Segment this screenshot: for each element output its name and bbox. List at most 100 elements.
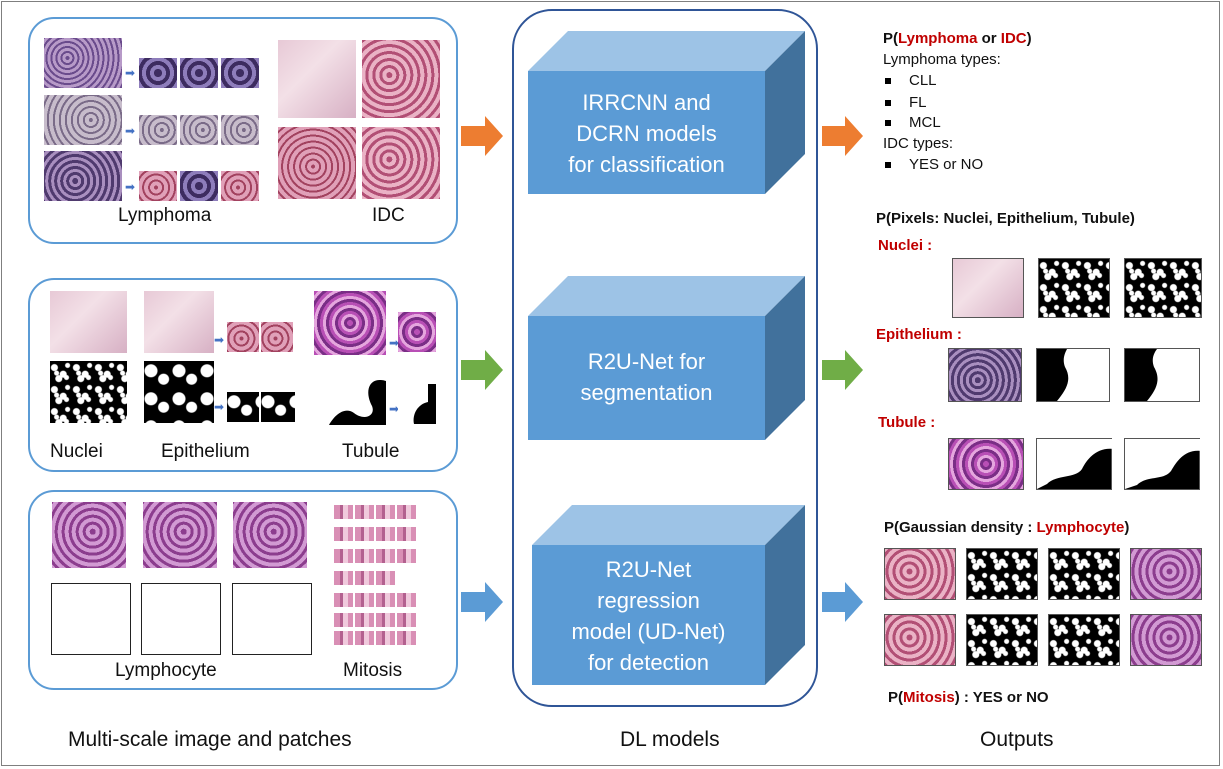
arrow-small-icon: ➡ <box>125 180 136 194</box>
idc-type-item: YES or NO <box>885 156 983 173</box>
lymphoma-type-item: FL <box>885 94 927 111</box>
lymphoma-patch <box>139 171 177 201</box>
nuclei-mask <box>50 361 127 423</box>
title-part: ) <box>1026 30 1032 47</box>
tubule-mask-shape <box>1037 439 1113 489</box>
title-part: ) <box>1124 519 1130 536</box>
mitosis-patch <box>355 549 374 563</box>
lymphoma-image-1 <box>44 38 122 88</box>
plot-image <box>1036 438 1113 490</box>
lymphoma-type-text: FL <box>909 94 927 111</box>
mitosis-patch <box>397 527 416 541</box>
detection-plot <box>1122 614 1202 676</box>
title-part: P( <box>883 30 898 47</box>
mitosis-patch <box>334 527 353 541</box>
tubule-input-plot <box>940 438 1024 500</box>
mitosis-patch <box>334 593 353 607</box>
nuclei-prediction-plot <box>1116 258 1202 328</box>
column-title-right: Outputs <box>980 728 1054 751</box>
detection-plot <box>1040 614 1120 676</box>
mitosis-patch <box>355 593 374 607</box>
cube-segmentation <box>528 276 805 440</box>
output-detection-title: P(Gaussian density : Lymphocyte) <box>884 519 1129 536</box>
label-mitosis: Mitosis <box>343 660 403 681</box>
tubule-patch <box>398 312 436 352</box>
arrow-green-icon <box>461 350 503 390</box>
lymphoma-patch <box>139 58 177 88</box>
label-lymphocyte: Lymphocyte <box>115 660 217 681</box>
mitosis-patch <box>355 631 374 645</box>
tubule-mask-shape <box>314 361 386 425</box>
arrow-small-icon: ➡ <box>125 66 136 80</box>
plot-image <box>1124 258 1202 318</box>
lymphoma-patch <box>221 58 259 88</box>
title-part: P(Gaussian density : <box>884 519 1037 536</box>
mitosis-patch <box>334 505 353 519</box>
arrow-small-icon: ➡ <box>214 333 225 347</box>
model-classification-text: IRRCNN and DCRN models for classificatio… <box>528 87 765 180</box>
plot-image <box>1130 548 1202 600</box>
nuclei-image <box>50 291 127 353</box>
mitosis-patch <box>334 549 353 563</box>
label-tubule: Tubule <box>342 441 400 462</box>
plot-image <box>966 548 1038 600</box>
arrow-green-icon <box>822 350 863 390</box>
epithelium-groundtruth-plot <box>1028 348 1110 412</box>
plot-image <box>1130 614 1202 666</box>
epithelium-mask-shape <box>1057 349 1109 401</box>
title-lymphoma: Lymphoma <box>898 30 978 47</box>
model-line: regression <box>597 588 700 613</box>
column-title-middle: DL models <box>620 728 720 751</box>
mitosis-patch <box>376 631 395 645</box>
model-line: segmentation <box>580 380 713 405</box>
model-line: R2U-Net for <box>587 349 706 374</box>
output-tubule-label: Tubule : <box>878 414 936 431</box>
mitosis-patch <box>334 631 353 645</box>
mitosis-patch <box>397 631 416 645</box>
mitosis-patch <box>397 613 416 627</box>
epithelium-mask-shape <box>1147 349 1199 401</box>
epithelium-patch <box>227 322 259 352</box>
cube-classification <box>528 31 805 194</box>
lymphoma-type-item: MCL <box>885 114 941 131</box>
bullet-icon <box>885 162 891 169</box>
title-part: P( <box>888 689 903 706</box>
idc-image-3 <box>278 127 356 199</box>
idc-type-text: YES or NO <box>909 156 984 173</box>
mitosis-patch <box>397 549 416 563</box>
mitosis-patch <box>376 527 395 541</box>
mitosis-patch <box>376 571 395 585</box>
output-segmentation-title: P(Pixels: Nuclei, Epithelium, Tubule) <box>876 210 1135 227</box>
epithelium-image <box>144 291 214 353</box>
tubule-groundtruth-plot <box>1028 438 1113 500</box>
idc-image-1 <box>278 40 356 118</box>
lymphoma-patch <box>180 171 218 201</box>
detection-plot <box>876 548 956 610</box>
plot-image <box>1048 614 1120 666</box>
lymphoma-image-3 <box>44 151 122 201</box>
model-line: DCRN models <box>576 121 717 146</box>
arrow-blue-icon <box>822 582 863 622</box>
output-nuclei-label: Nuclei : <box>878 237 933 254</box>
lymphoma-patch <box>180 58 218 88</box>
lymphocyte-image-1 <box>52 502 126 568</box>
arrow-orange-icon <box>461 116 503 156</box>
plot-image <box>1124 348 1200 402</box>
mitosis-patch <box>397 593 416 607</box>
mitosis-patch <box>334 571 353 585</box>
plot-image <box>1124 438 1201 490</box>
arrow-blue-icon <box>461 582 503 622</box>
model-line: for classification <box>568 152 725 177</box>
tubule-mask <box>314 361 386 425</box>
mitosis-patch <box>355 613 374 627</box>
lymphocyte-image-3 <box>233 502 307 568</box>
plot-image <box>948 348 1022 402</box>
tubule-mask-patch <box>398 384 436 424</box>
mitosis-patch <box>334 613 353 627</box>
model-line: model (UD-Net) <box>571 619 726 644</box>
bullet-icon <box>885 120 891 127</box>
mitosis-patch <box>397 505 416 519</box>
idc-image-4 <box>362 127 440 199</box>
